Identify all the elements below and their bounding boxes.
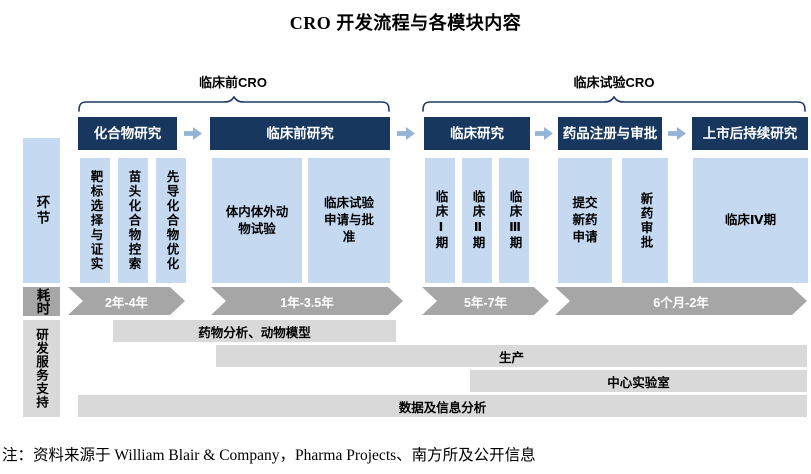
flow-arrow-icon bbox=[668, 127, 686, 140]
flow-arrow-icon bbox=[397, 127, 415, 140]
stage-item-label: 体内体外动物试验 bbox=[225, 204, 289, 236]
stage-item-label: 临床Ⅲ期 bbox=[507, 190, 522, 251]
stage-item-hit-compound: 苗头化合物控索 bbox=[118, 158, 148, 283]
stage-item-label: 临床Ⅱ期 bbox=[470, 190, 485, 251]
stage-item-trial-application: 临床试验申请与批准 bbox=[308, 158, 390, 283]
sidebar-label-duration: 耗时 bbox=[23, 287, 60, 316]
duration-bar-clinical: 5年-7年 bbox=[422, 287, 549, 315]
group-label-clinical-cro: 临床试验CRO bbox=[573, 75, 655, 90]
stage-item-label: 临床试验申请与批准 bbox=[323, 196, 374, 244]
stage-header-registration-approval: 药品注册与审批 bbox=[558, 117, 662, 150]
stage-header-clinical-research: 临床研究 bbox=[424, 117, 530, 150]
stage-item-target-selection: 靶标选择与证实 bbox=[80, 158, 110, 283]
stage-item-animal-testing: 体内体外动物试验 bbox=[212, 158, 302, 283]
stage-item-label: 新药审批 bbox=[638, 191, 653, 250]
clinical-brace-icon bbox=[422, 96, 806, 112]
stage-item-new-drug-review: 新药审批 bbox=[622, 158, 668, 283]
stage-item-clinical-phase-1: 临床Ⅰ期 bbox=[425, 158, 455, 283]
group-label-preclinical-cro: 临床前CRO bbox=[199, 75, 267, 90]
sidebar-phase-text: 环节 bbox=[34, 195, 50, 226]
sidebar-label-phase: 环节 bbox=[23, 138, 60, 283]
stage-item-clinical-phase-3: 临床Ⅲ期 bbox=[499, 158, 529, 283]
stage-header-post-market-research: 上市后持续研究 bbox=[692, 117, 808, 150]
duration-bar-approval: 6个月-2年 bbox=[555, 287, 807, 315]
sidebar-duration-text: 耗时 bbox=[34, 288, 50, 315]
stage-item-nda-submission: 提交新药申请 bbox=[558, 158, 612, 283]
stage-item-label: 提交新药申请 bbox=[572, 196, 598, 244]
service-bar-central-lab: 中心实验室 bbox=[470, 370, 807, 392]
footnote: 注：资料来源于 William Blair & Company，Pharma P… bbox=[2, 447, 536, 464]
page-title: CRO 开发流程与各模块内容 bbox=[289, 13, 522, 33]
service-bar-production: 生产 bbox=[216, 345, 807, 367]
stage-item-label: 临床Ⅰ期 bbox=[433, 190, 448, 251]
stage-item-label: 临床Ⅳ期 bbox=[724, 213, 777, 227]
stage-header-compound-research: 化合物研究 bbox=[78, 117, 177, 150]
duration-bar-preclinical: 1年-3.5年 bbox=[211, 287, 403, 315]
service-bar-drug-analysis: 药物分析、动物模型 bbox=[113, 320, 396, 342]
stage-header-preclinical-research: 临床前研究 bbox=[210, 117, 390, 150]
service-bar-data-analysis: 数据及信息分析 bbox=[78, 395, 807, 417]
preclinical-brace-icon bbox=[78, 96, 390, 112]
flow-arrow-icon bbox=[535, 127, 553, 140]
stage-item-clinical-phase-4: 临床Ⅳ期 bbox=[693, 158, 808, 283]
sidebar-label-service: 研发服务支持 bbox=[23, 320, 60, 417]
stage-item-clinical-phase-2: 临床Ⅱ期 bbox=[462, 158, 492, 283]
stage-item-label: 苗头化合物控索 bbox=[126, 169, 141, 272]
stage-item-label: 先导化合物优化 bbox=[164, 169, 179, 272]
stage-item-label: 靶标选择与证实 bbox=[88, 169, 103, 272]
stage-item-lead-optimization: 先导化合物优化 bbox=[156, 158, 186, 283]
duration-bar-compound: 2年-4年 bbox=[68, 287, 185, 315]
sidebar-service-text: 研发服务支持 bbox=[34, 328, 48, 409]
flow-arrow-icon bbox=[184, 127, 202, 140]
